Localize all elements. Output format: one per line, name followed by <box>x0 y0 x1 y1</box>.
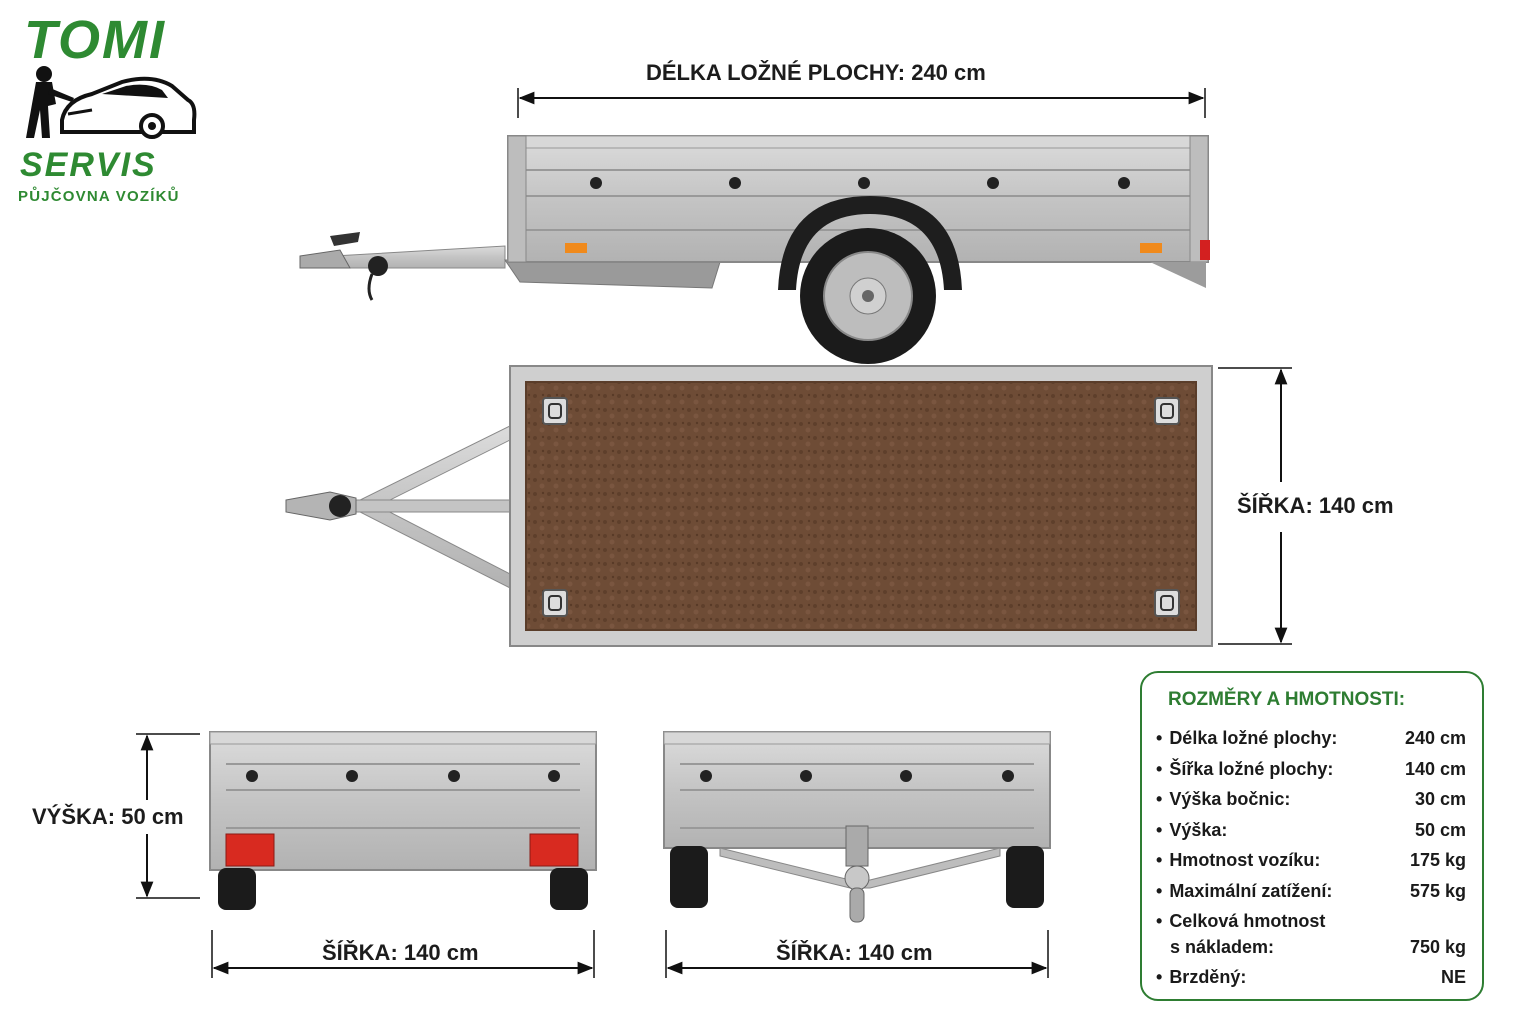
spec-value: 750 kg <box>1409 937 1466 957</box>
logo-car-icon <box>26 66 197 139</box>
spec-row: Délka ložné plochy: 240 cm <box>1156 723 1466 754</box>
specs-list: Délka ložné plochy: 240 cm Šířka ložné p… <box>1156 723 1466 993</box>
width-dimension-line-top <box>1218 367 1292 645</box>
spec-value: NE <box>1440 967 1466 987</box>
spec-row: Výška bočnic: 30 cm <box>1156 784 1466 815</box>
spec-label: Maximální zatížení: <box>1156 876 1332 907</box>
front-view-trailer <box>663 731 1051 923</box>
height-label: VÝŠKA: 50 cm <box>32 804 184 829</box>
rear-view-trailer <box>209 731 597 910</box>
width-dimension-line-rear <box>211 930 595 978</box>
width-label-front: ŠÍŘKA: 140 cm <box>776 940 933 965</box>
top-view-trailer <box>285 365 1213 647</box>
spec-value: 50 cm <box>1414 819 1466 840</box>
spec-value: 575 kg <box>1409 880 1466 901</box>
width-label-rear: ŠÍŘKA: 140 cm <box>322 940 479 965</box>
specs-box: ROZMĚRY A HMOTNOSTI: Délka ložné plochy:… <box>1140 671 1484 1001</box>
spec-value: 30 cm <box>1414 789 1466 809</box>
spec-row: Šířka ložné plochy: 140 cm <box>1156 754 1466 785</box>
logo-tagline: PŮJČOVNA VOZÍKŮ <box>18 188 180 205</box>
height-dimension-line <box>136 733 200 899</box>
spec-label-multiline: Celková hmotnost s nákladem: <box>1156 908 1325 960</box>
spec-value: 140 cm <box>1404 758 1466 779</box>
spec-label: Hmotnost vozíku: <box>1156 845 1320 876</box>
spec-value: 240 cm <box>1404 728 1466 748</box>
spec-row: Hmotnost vozíku: 175 kg <box>1156 845 1466 876</box>
logo-servis: SERVIS <box>20 146 157 184</box>
spec-row: Celková hmotnost s nákladem: 750 kg <box>1156 908 1466 960</box>
spec-label: Délka ložné plochy: <box>1156 723 1337 754</box>
spec-row: Maximální zatížení: 575 kg <box>1156 876 1466 907</box>
specs-title: ROZMĚRY A HMOTNOSTI: <box>1168 689 1406 710</box>
width-dimension-line-front <box>665 930 1049 978</box>
spec-row: Brzděný: NE <box>1156 962 1466 993</box>
width-label-top: ŠÍŘKA: 140 cm <box>1237 493 1394 518</box>
spec-label-line2: s nákladem: <box>1170 937 1275 957</box>
length-dimension-line <box>517 88 1206 118</box>
spec-label: Výška: <box>1156 815 1227 846</box>
spec-label: Brzděný: <box>1156 962 1246 993</box>
side-view-trailer <box>299 135 1210 364</box>
logo-title: TOMI <box>24 10 166 70</box>
spec-label: Celková hmotnost <box>1156 908 1325 934</box>
length-label: DÉLKA LOŽNÉ PLOCHY: 240 cm <box>646 60 986 85</box>
spec-row: Výška: 50 cm <box>1156 815 1466 846</box>
spec-value: 175 kg <box>1409 850 1466 870</box>
spec-label: Výška bočnic: <box>1156 784 1290 815</box>
spec-label: Šířka ložné plochy: <box>1156 754 1333 785</box>
